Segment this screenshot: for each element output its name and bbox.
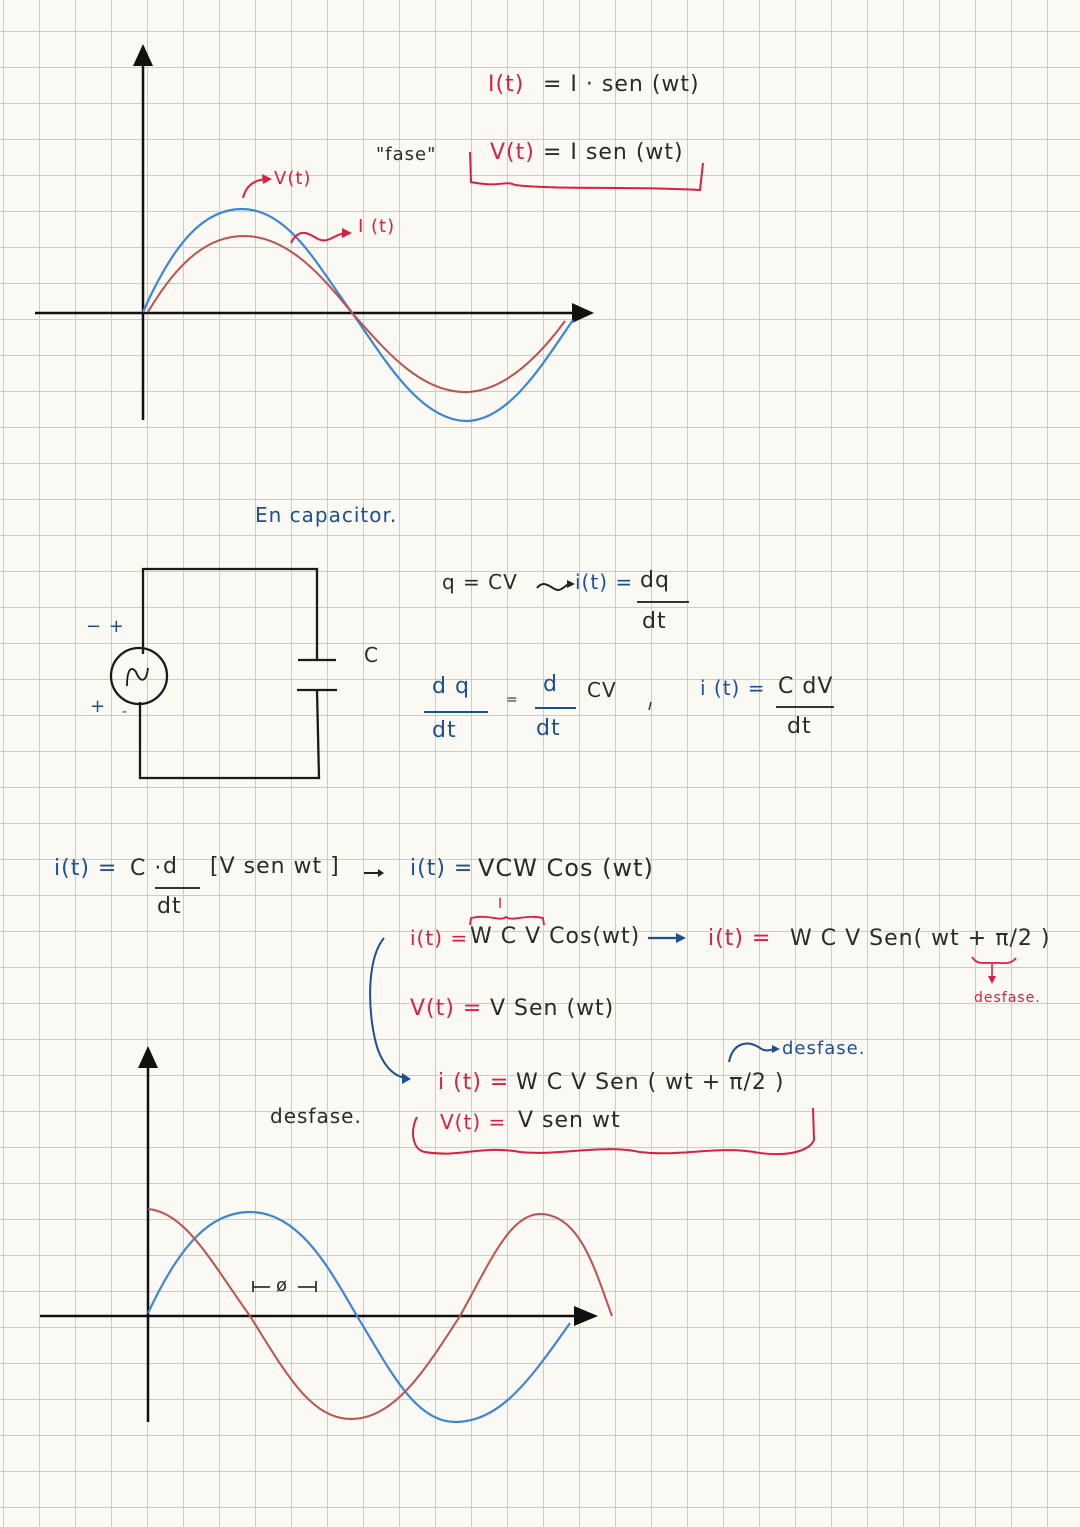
line2-result-rhs: W C V Sen( wt + π/2 ) [790, 926, 1051, 951]
eq-equals: = [506, 692, 519, 708]
line2-lhs: i(t) = [410, 926, 469, 950]
line5-rhs: V sen wt [518, 1108, 621, 1133]
graph1-label-v: V(t) [274, 168, 312, 189]
graph2-label-desfase: desfase. [270, 1104, 362, 1128]
brace-I [469, 915, 545, 926]
line1-lhs: i(t) = [54, 856, 118, 881]
line4-lhs: i (t) = [438, 1070, 510, 1095]
eq-i-num: dq [640, 568, 670, 593]
graph2-curve-i [147, 1208, 613, 1421]
line1-d-den: dt [157, 894, 182, 919]
phi-label: ø [276, 1275, 289, 1296]
bracket-voltage-eq [469, 151, 704, 192]
arrow-left-curve [369, 937, 406, 1079]
graph1-curve-v [141, 207, 574, 423]
line2-rhs: W C V Cos(wt) [470, 924, 641, 949]
line3-rhs: V Sen (wt) [490, 996, 615, 1021]
line1-result-lhs: i(t) = [410, 856, 474, 881]
eq-i2-lhs: i (t) = [700, 676, 766, 700]
line3-lhs: V(t) = [410, 996, 483, 1021]
polarity-top: − + [86, 616, 125, 637]
eq-i-den: dt [642, 609, 667, 634]
bracket-final-eq [412, 1107, 816, 1156]
desfase-arrow-label: desfase. [782, 1038, 866, 1059]
phi-marker [252, 1281, 317, 1292]
line1-bracket: [V sen wt ] [210, 854, 340, 879]
graph2-axes [40, 1046, 598, 1422]
graph2-curve-v [147, 1210, 571, 1424]
fase-label: "fase" [376, 144, 437, 165]
polarity-bottom-minus: - [122, 704, 129, 720]
eq-q-cv: q = CV [442, 570, 518, 594]
graph1-label-i: I (t) [358, 216, 396, 237]
eq-d-den: dt [536, 716, 561, 741]
eq-d-num: d [543, 672, 558, 697]
eq-i2-den: dt [787, 714, 812, 739]
eq-current-rhs: = I · sen (wt) [543, 72, 700, 97]
polarity-bottom-plus: + [90, 696, 107, 717]
line1-c: C · [130, 856, 163, 881]
line4-rhs: W C V Sen ( wt + π/2 ) [516, 1070, 785, 1095]
line1-d-num: d [163, 854, 178, 879]
eq-cv: CV [587, 678, 617, 702]
line2-result-lhs: i(t) = [708, 926, 772, 951]
line1-result-rhs: VCW Cos (wt) [478, 854, 654, 882]
eq-voltage-rhs: = I sen (wt) [543, 140, 684, 165]
eq-i-lhs: i(t) = [575, 570, 634, 594]
desfase-label-small: desfase. [974, 990, 1041, 1006]
section-title-capacitor: En capacitor. [255, 503, 398, 527]
graph1-axes [35, 44, 594, 420]
arrow-i-label [290, 232, 346, 244]
eq-current-lhs: I(t) [488, 72, 525, 97]
brace-label-I: I [498, 896, 504, 912]
eq-voltage-lhs: V(t) [490, 140, 535, 165]
eq-dq-num: d q [432, 674, 470, 699]
eq-i2-num: C dV [778, 674, 834, 699]
eq-dq-den: dt [432, 718, 457, 743]
capacitor-label: C [364, 643, 379, 667]
circuit [109, 567, 337, 780]
arrow-v-label [242, 178, 267, 199]
graph1-curve-i [147, 234, 566, 394]
line5-lhs: V(t) = [440, 1110, 507, 1134]
